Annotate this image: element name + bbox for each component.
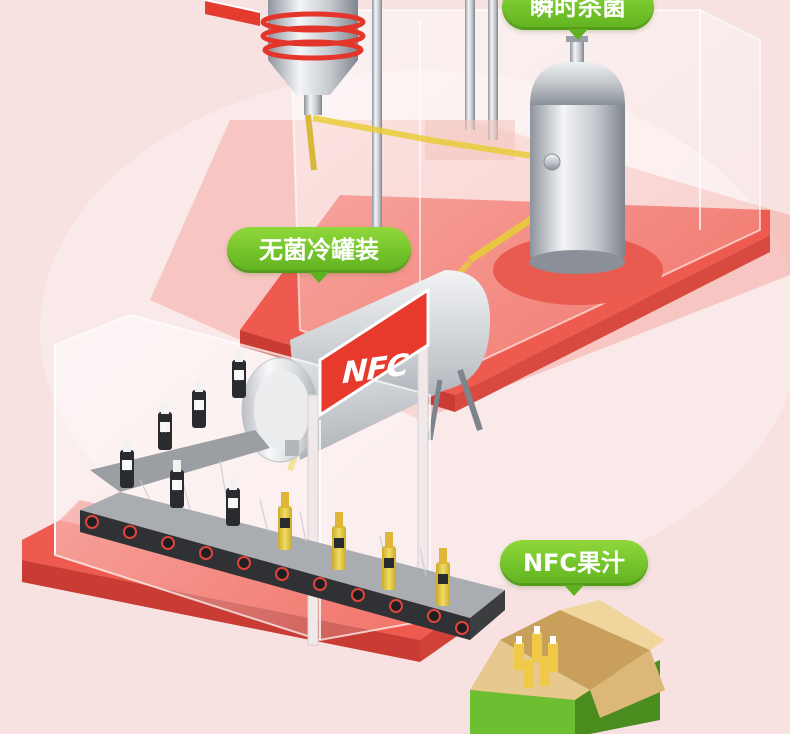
flash-sterilization-label: 瞬时杀菌 bbox=[502, 0, 654, 40]
aseptic-cold-canning-label: 无菌冷罐装 bbox=[227, 227, 411, 283]
conveyor-belt bbox=[80, 430, 505, 640]
storage-tank bbox=[529, 36, 625, 274]
flash-sterilizer bbox=[260, 0, 366, 171]
empty-bottles bbox=[120, 350, 246, 526]
juice-box bbox=[470, 600, 665, 734]
nfc-sign-frame bbox=[307, 287, 430, 646]
filled-bottles bbox=[278, 492, 450, 606]
heating-pipe bbox=[204, 0, 261, 26]
nfc-juice-label: NFC果汁 bbox=[500, 540, 648, 596]
